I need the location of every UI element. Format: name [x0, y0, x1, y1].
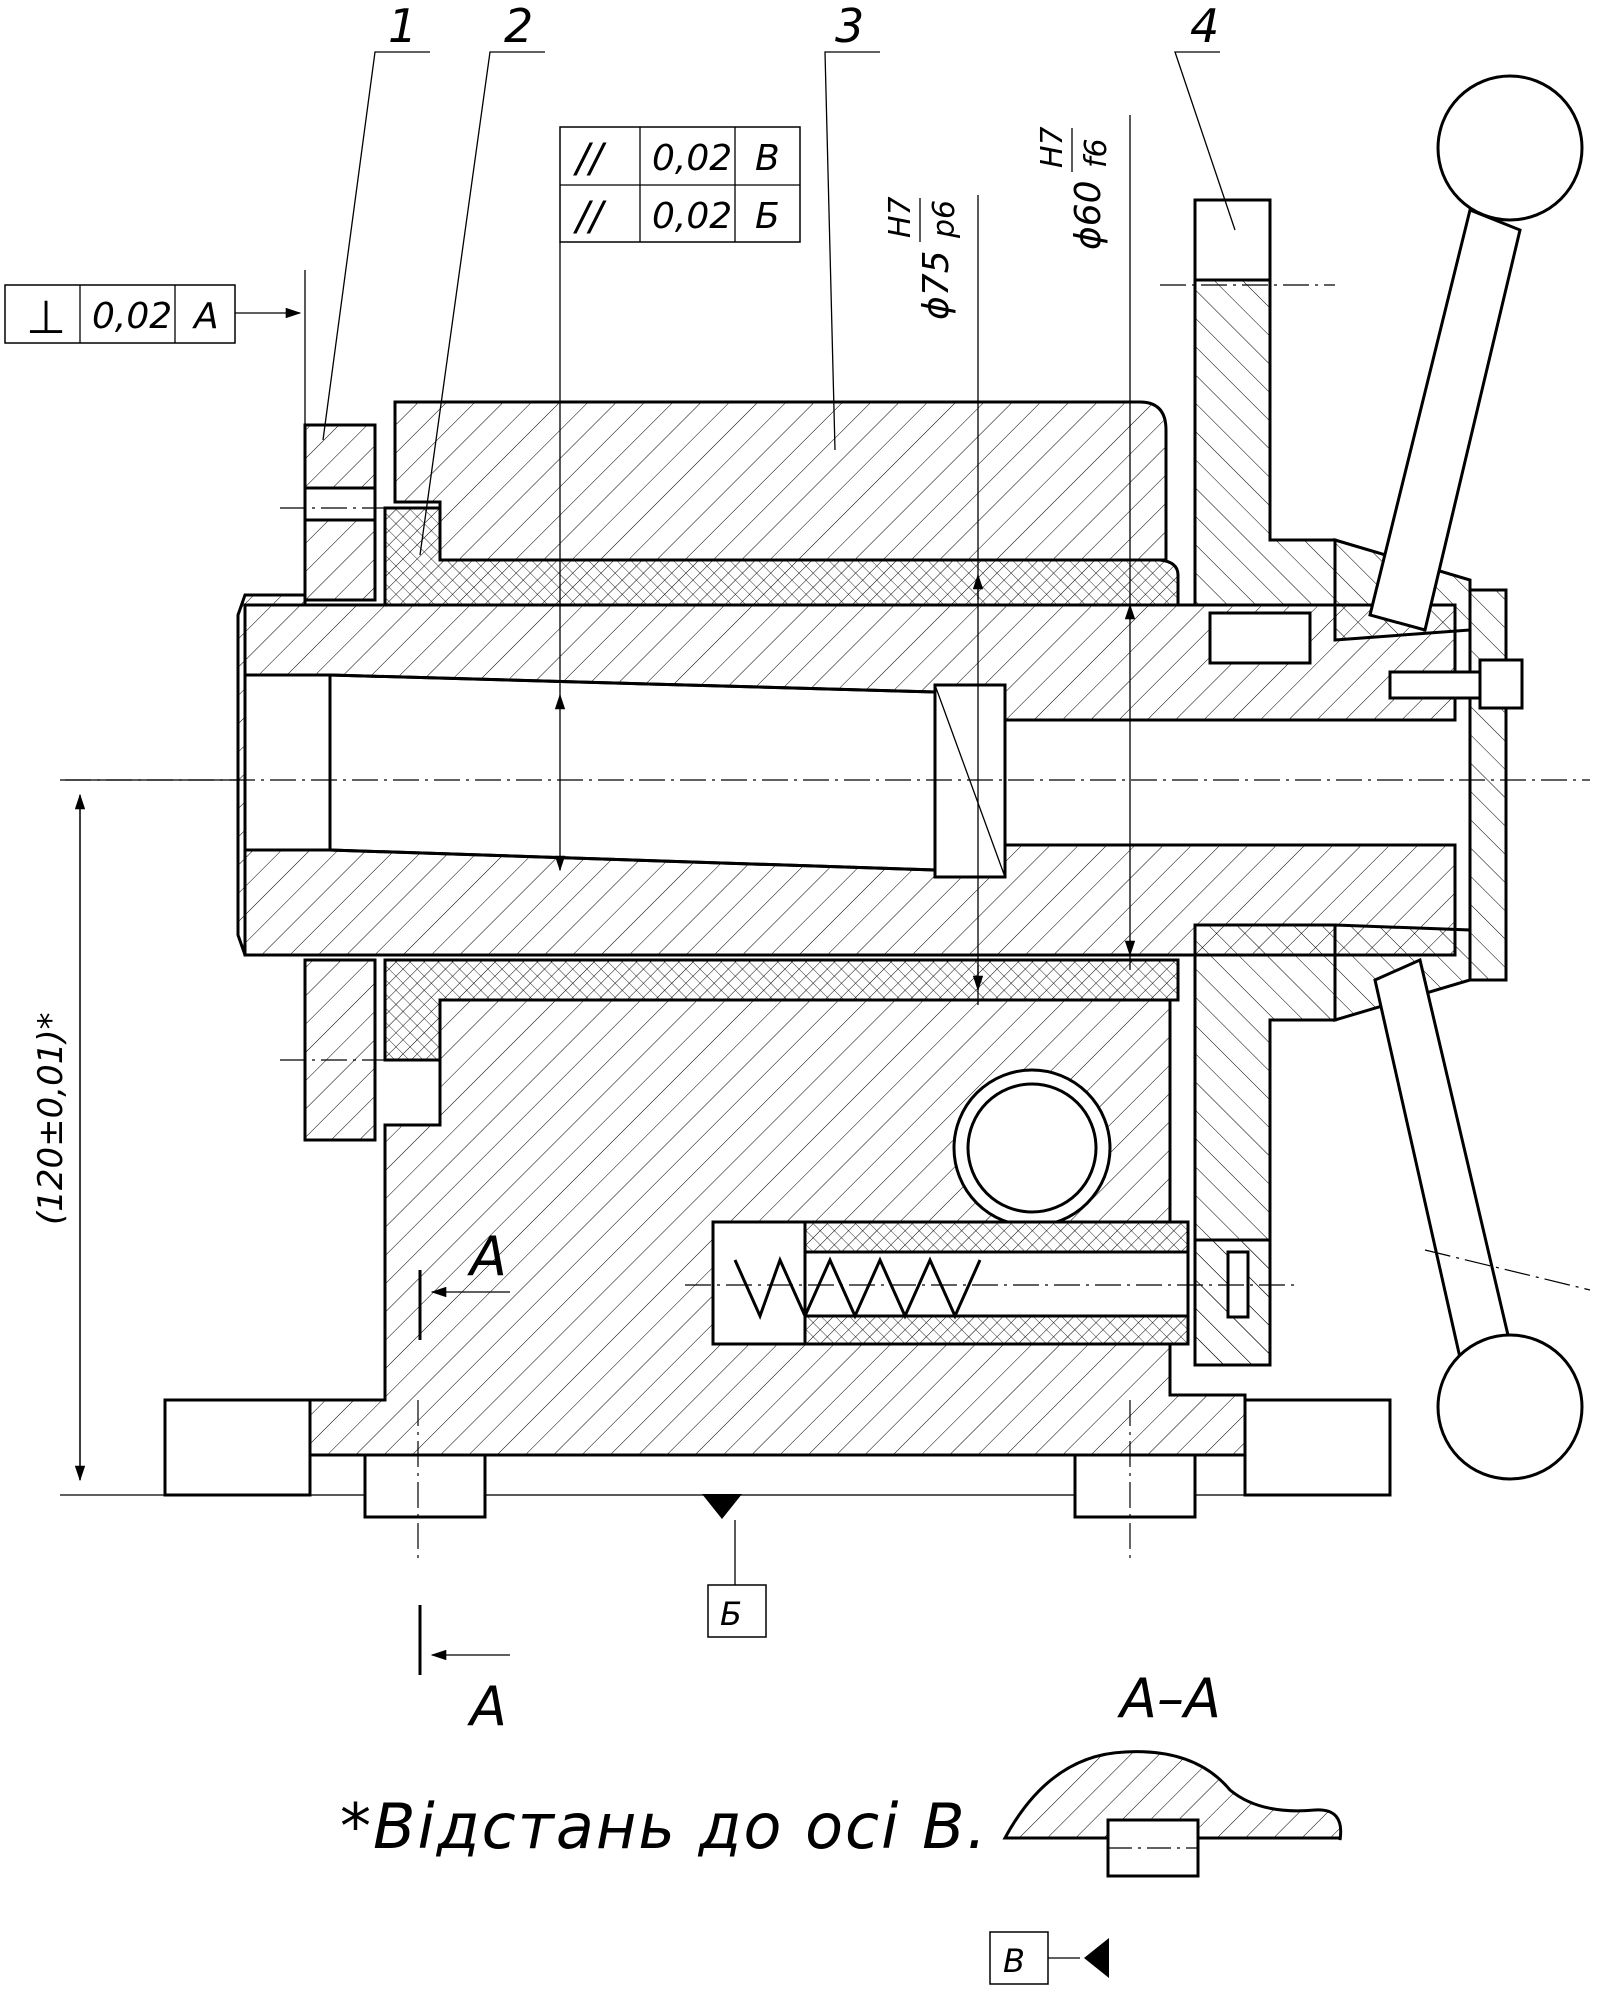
parallelism-v-symbol: //	[573, 136, 607, 182]
d75-main: ϕ75	[916, 250, 957, 320]
datum-v-label: В	[1003, 1942, 1025, 1980]
spring-plunger	[711, 1220, 1272, 1367]
parallelism-frames: // 0,02 В // 0,02 Б	[554, 126, 801, 872]
section-mark-top: A	[467, 1225, 507, 1288]
parallelism-b-datum: Б	[755, 196, 780, 237]
d60-upper: H7	[1035, 126, 1070, 168]
parallelism-b-value: 0,02	[652, 196, 732, 237]
handle-levers	[1368, 74, 1584, 1481]
position-4-label: 4	[1190, 0, 1219, 53]
section-markers: A A	[418, 1225, 510, 1738]
distance-note: *Відстань до осі В.	[340, 1790, 988, 1863]
spindle	[236, 593, 1457, 957]
perpendicularity-frame: ⊥ 0,02 A	[4, 270, 306, 430]
perpendicularity-symbol: ⊥	[26, 290, 66, 344]
position-3-label: 3	[835, 0, 864, 53]
position-2-label: 2	[504, 0, 533, 53]
fixing-screw	[1388, 658, 1524, 710]
centre-lines	[65, 284, 1591, 1560]
height-dimension: (120±0,01)*	[31, 779, 240, 1496]
d75-upper: H7	[883, 196, 918, 238]
roller	[952, 1068, 1112, 1228]
d60-main: ϕ60	[1068, 180, 1109, 250]
parallelism-v-datum: В	[755, 138, 780, 179]
diameter-dimensions: ϕ75 H7 p6 ϕ60 H7 f6	[883, 115, 1136, 1005]
section-view-aa: A–A В	[989, 1667, 1343, 1985]
parallelism-v-value: 0,02	[652, 138, 732, 179]
bushing	[383, 506, 1180, 1062]
d75-lower: p6	[927, 200, 962, 239]
position-leaders: 1 2 3 4	[322, 0, 1236, 556]
height-value: (120±0,01)*	[31, 1012, 71, 1225]
position-1-label: 1	[388, 0, 417, 53]
section-view-title: A–A	[1117, 1667, 1221, 1730]
ring-nut	[303, 423, 377, 1142]
d60-lower: f6	[1079, 138, 1114, 168]
perpendicularity-value: 0,02	[92, 296, 172, 337]
section-mark-bottom: A	[467, 1675, 507, 1738]
perpendicularity-datum: A	[192, 296, 219, 337]
datum-b-label: Б	[720, 1595, 742, 1633]
parallelism-b-symbol: //	[573, 194, 607, 240]
datum-b: Б	[702, 1494, 767, 1638]
